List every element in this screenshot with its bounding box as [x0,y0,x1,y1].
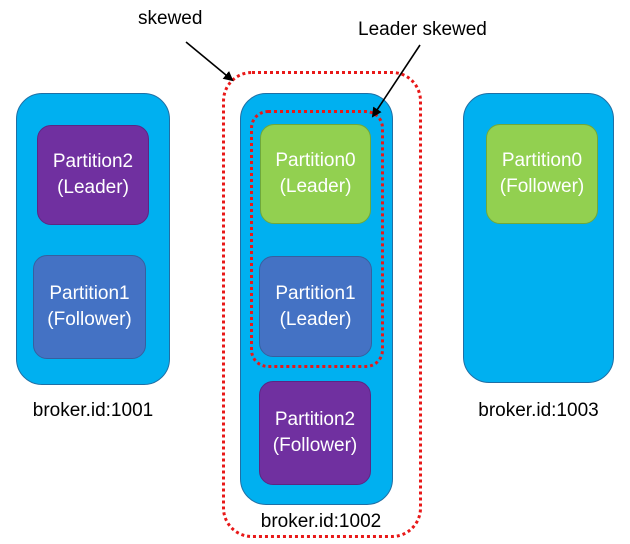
partition-box: Partition1 (Follower) [33,255,146,359]
partition-box: Partition2 (Follower) [259,381,371,485]
partition-name: Partition0 [501,150,583,171]
broker-label: broker.id:1001 [32,400,154,421]
partition-role: (Leader) [57,177,129,198]
broker-label: broker.id:1002 [260,511,382,532]
partition-box: Partition0 (Follower) [486,124,598,224]
broker-label: broker.id:1003 [478,400,599,421]
partition-name: Partition1 [49,283,130,304]
skewed-highlight [222,71,422,538]
partition-box: Partition1 (Leader) [259,256,372,357]
partition-role: (Leader) [279,176,352,197]
partition-box: Partition0 (Leader) [260,124,371,224]
skewed-arrow [185,41,234,82]
partition-role: (Follower) [499,176,585,197]
partition-name: Partition2 [274,409,356,430]
leader-skewed-label: Leader skewed [358,19,487,40]
leader-skewed-highlight [250,110,384,368]
partition-role: (Follower) [47,309,132,330]
partition-box: Partition2 (Leader) [37,125,149,225]
partition-name: Partition2 [52,151,134,172]
skewed-label: skewed [138,8,203,29]
partition-name: Partition1 [275,282,356,304]
partition-role: (Leader) [279,308,352,330]
partition-role: (Follower) [272,435,358,456]
partition-name: Partition0 [275,150,356,171]
leader-skewed-arrow [371,44,421,118]
